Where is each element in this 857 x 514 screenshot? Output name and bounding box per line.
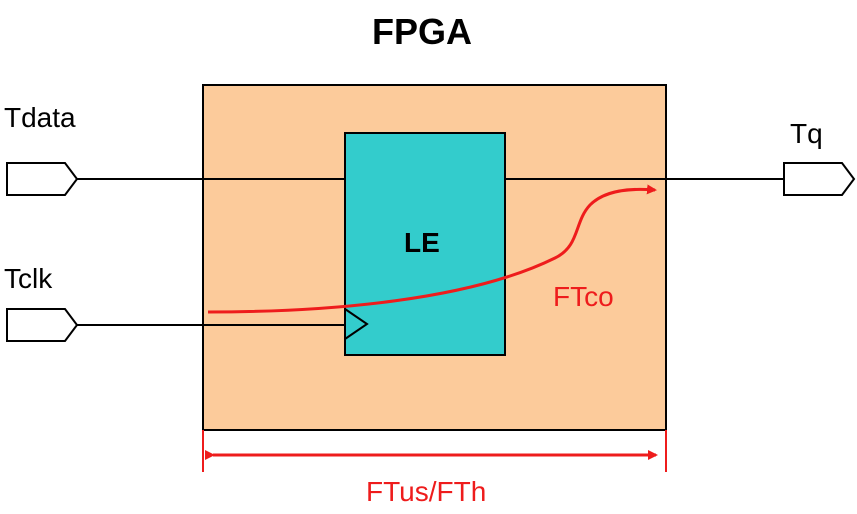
clock-input-triangle [344,308,369,340]
tq-label: Tq [790,118,823,149]
tdata-label: Tdata [4,102,76,133]
diagram-title: FPGA [372,11,473,52]
ftco-arrow [207,184,657,314]
le-label: LE [404,227,440,258]
tdata-port [6,162,79,196]
ftus-fth-label: FTus/FTh [366,476,487,507]
tq-port [783,162,856,196]
le-block [344,132,506,356]
ftco-label: FTco [553,281,614,312]
tclk-label: Tclk [4,263,53,294]
tclk-port [6,308,79,342]
